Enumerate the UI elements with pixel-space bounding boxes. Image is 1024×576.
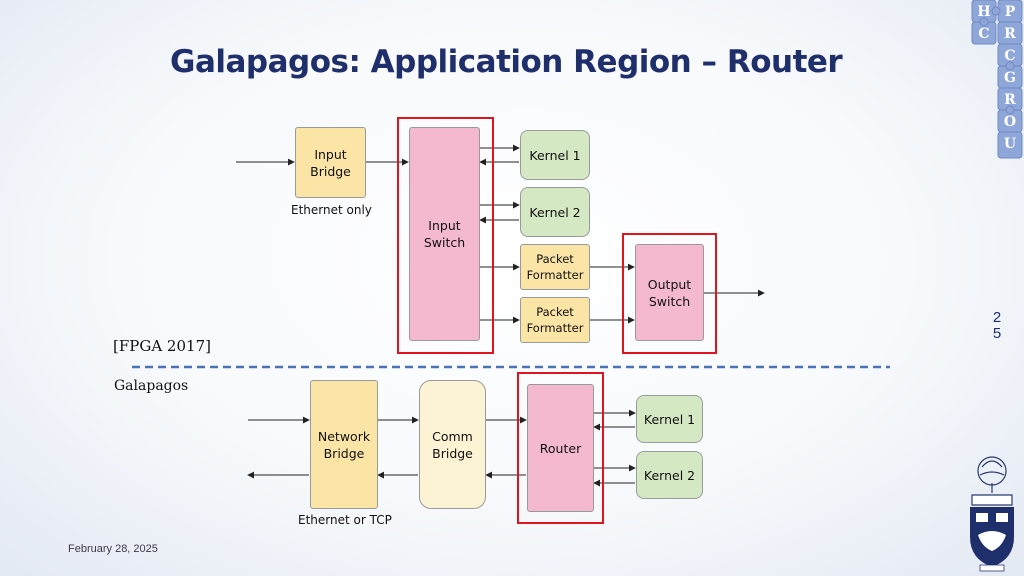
puzzle-letter: O <box>1004 114 1016 130</box>
input-switch-box: Input Switch <box>409 127 480 341</box>
kernel1-box-top: Kernel 1 <box>520 130 590 180</box>
input-switch-highlight <box>397 117 494 354</box>
galapagos-label: Galapagos <box>114 378 189 394</box>
citation-label: [FPGA 2017] <box>113 337 211 355</box>
kernel1-box-bottom: Kernel 1 <box>636 395 703 443</box>
slide-date: February 28, 2025 <box>68 543 158 555</box>
page-number: 2 5 <box>992 309 1002 342</box>
network-bridge-caption: Ethernet or TCP <box>298 513 392 527</box>
puzzle-letter: G <box>1004 70 1016 86</box>
puzzle-letter: R <box>1004 92 1016 108</box>
input-bridge-caption: Ethernet only <box>291 203 372 217</box>
kernel2-box-bottom: Kernel 2 <box>636 451 703 499</box>
output-switch-highlight <box>622 233 717 354</box>
network-bridge-box: Network Bridge <box>310 380 378 509</box>
output-switch-box: Output Switch <box>635 244 704 341</box>
router-box: Router <box>527 384 594 512</box>
kernel2-box-top: Kernel 2 <box>520 187 590 237</box>
puzzle-letter: P <box>1005 4 1016 20</box>
puzzle-letter: H <box>977 4 990 20</box>
packet-formatter1-box: Packet Formatter <box>520 244 590 290</box>
puzzle-letter: C <box>1004 48 1015 64</box>
puzzle-letter: U <box>1004 136 1016 152</box>
input-bridge-box: Input Bridge <box>295 127 366 198</box>
slide-title: Galapagos: Application Region – Router <box>170 44 843 80</box>
router-highlight <box>517 372 604 524</box>
puzzle-letter: R <box>1004 26 1016 42</box>
hpc-group-puzzle-logo: H P C R C G R O U P <box>971 0 1023 159</box>
university-crest-logo <box>970 456 1014 572</box>
comm-bridge-box: Comm Bridge <box>419 380 486 509</box>
packet-formatter2-box: Packet Formatter <box>520 297 590 343</box>
puzzle-letter: C <box>978 26 989 42</box>
